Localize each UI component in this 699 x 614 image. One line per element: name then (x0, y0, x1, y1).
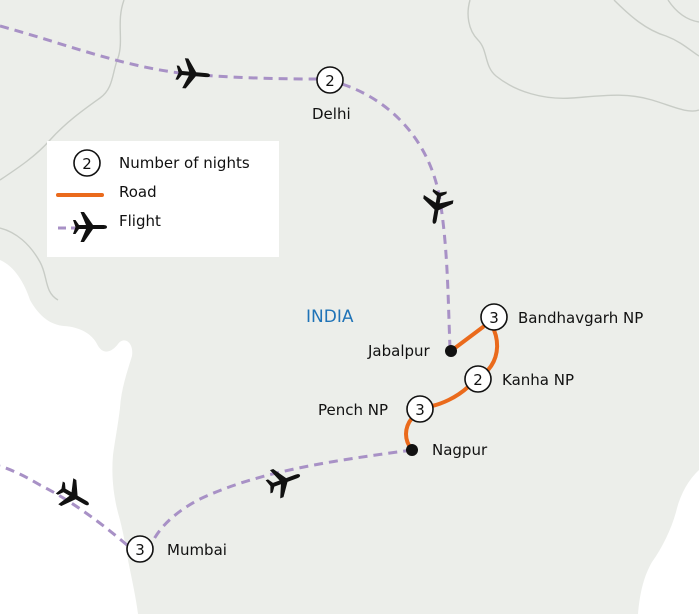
border-line (467, 0, 699, 112)
nights-count: 3 (415, 401, 425, 419)
borders (0, 0, 699, 301)
stop-delhi: 2 Delhi (312, 66, 351, 123)
nights-count: 3 (489, 309, 499, 327)
place-label: Jabalpur (367, 342, 431, 360)
place-label: Kanha NP (502, 371, 574, 389)
place-label: Delhi (312, 105, 351, 123)
flight-route (0, 24, 452, 547)
stop-kanha: 2 Kanha NP (464, 365, 574, 393)
flight-path-nagpur-mumbai (150, 448, 413, 544)
border-line (667, 0, 699, 23)
place-label: Mumbai (167, 541, 227, 559)
stop-pench: 3 Pench NP (318, 395, 434, 423)
place-label: Nagpur (432, 441, 488, 459)
stop-bandhavgarh: 3 Bandhavgarh NP (480, 303, 643, 331)
place-label: Bandhavgarh NP (518, 309, 643, 327)
border-line (613, 0, 699, 57)
nights-circle (480, 303, 508, 331)
road-segment (449, 325, 485, 353)
nights-count: 2 (325, 72, 335, 90)
flight-path-out-mumbai (0, 464, 128, 547)
legend-nights-circle (73, 149, 101, 177)
road-segment (486, 328, 500, 372)
nights-circle (464, 365, 492, 393)
nights-count: 3 (135, 541, 145, 559)
nights-circle (316, 66, 344, 94)
gulf-inlet (0, 298, 17, 328)
legend: 2 Number of nights Road Flight (47, 141, 279, 257)
legend-nights-label: Number of nights (119, 154, 250, 172)
city-marker (406, 444, 418, 456)
gulf-inlet (96, 358, 108, 383)
stop-jabalpur: Jabalpur (367, 342, 457, 360)
bay-of-bengal (638, 470, 699, 614)
flight-path-delhi-jabalpur (341, 82, 452, 349)
legend-road-label: Road (119, 183, 157, 201)
border-line (0, 227, 59, 301)
place-label: Pench NP (318, 401, 388, 419)
road-segment (430, 385, 470, 408)
city-marker (445, 345, 457, 357)
stop-mumbai: 3 Mumbai (126, 535, 227, 563)
legend-nights-sample: 2 (82, 155, 92, 173)
stop-nagpur: Nagpur (406, 441, 488, 459)
border-line (0, 0, 125, 181)
nights-count: 2 (473, 371, 483, 389)
nights-circle (406, 395, 434, 423)
nights-circle (126, 535, 154, 563)
country-label: INDIA (306, 307, 354, 327)
legend-flight-label: Flight (119, 212, 161, 230)
